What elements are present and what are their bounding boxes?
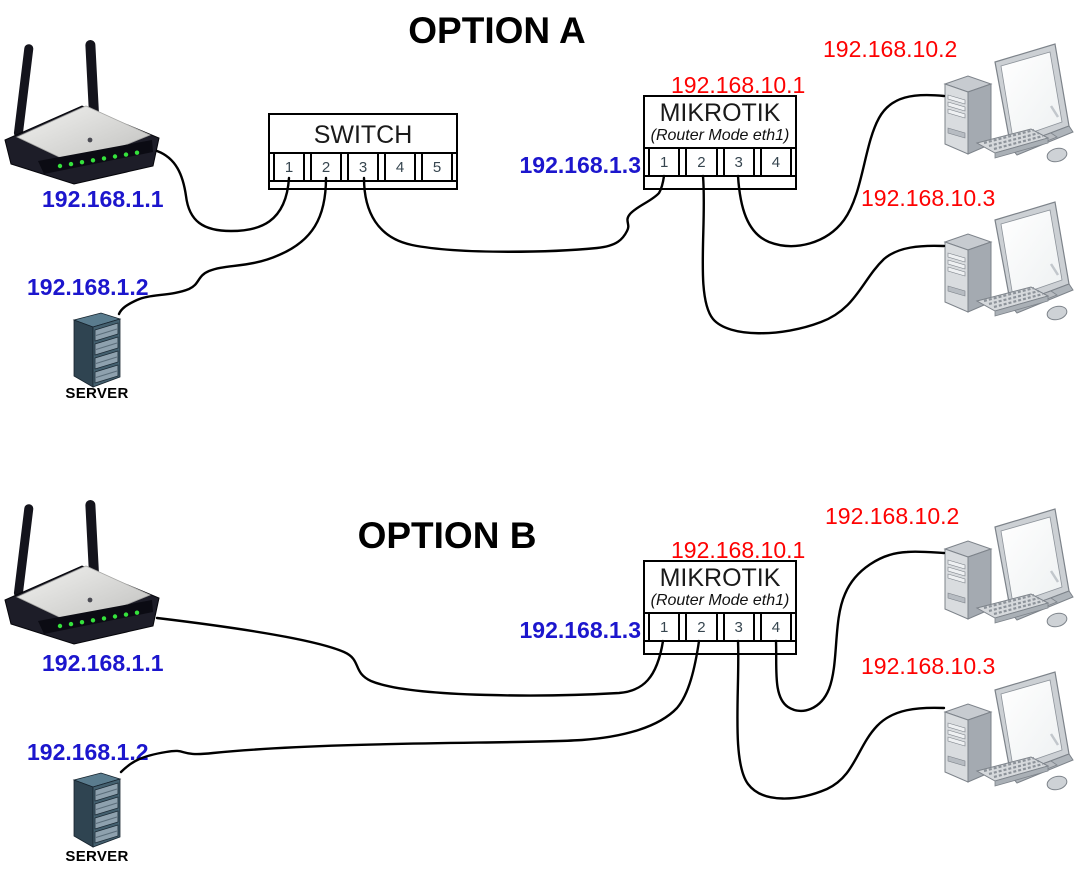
cable-b-server-to-mikrotik-p2 [119, 639, 701, 774]
switch-bottom-strip [270, 182, 456, 188]
server-icon [71, 310, 123, 388]
mikrotik-bottom-strip [645, 642, 795, 653]
switch-port-2: 2 [310, 154, 342, 180]
mikrotik-box: MIKROTIK (Router Mode eth1) 1 2 3 4 [643, 95, 797, 190]
server-caption: SERVER [65, 848, 129, 865]
pc1-ip-label: 192.168.10.2 [825, 503, 960, 529]
wireless-router-icon [2, 40, 162, 185]
mikrotik-bottom-strip [645, 177, 795, 188]
switch-port-4: 4 [384, 154, 416, 180]
mikrotik-ports: 1 2 3 4 [645, 147, 795, 177]
cable-b-mikrotik-p4-to-pc1 [774, 550, 946, 712]
mikrotik-box: MIKROTIK (Router Mode eth1) 1 2 3 4 [643, 560, 797, 655]
switch-port-5: 5 [421, 154, 453, 180]
mikrotik-port-2: 2 [685, 614, 718, 640]
desktop-pc-icon [935, 668, 1075, 796]
mikrotik-lan-ip-label: 192.168.1.3 [519, 617, 641, 643]
mikrotik-name: MIKROTIK [659, 564, 781, 592]
mikrotik-port-3: 3 [722, 149, 755, 175]
mikrotik-mode: (Router Mode eth1) [650, 127, 790, 144]
router-ip-label: 192.168.1.1 [42, 186, 164, 212]
desktop-pc-icon [935, 40, 1075, 168]
mikrotik-lan-ip-label: 192.168.1.3 [519, 152, 641, 178]
mikrotik-port-1: 1 [648, 149, 681, 175]
wireless-router-icon [2, 500, 162, 645]
mikrotik-wan-ip-label: 192.168.10.1 [671, 72, 806, 98]
switch-box: SWITCH 1 2 3 4 5 [268, 113, 458, 190]
mikrotik-ports: 1 2 3 4 [645, 612, 795, 642]
mikrotik-name: MIKROTIK [659, 99, 781, 127]
server-ip-label: 192.168.1.2 [27, 274, 149, 300]
server-icon [71, 770, 123, 848]
desktop-pc-icon [935, 198, 1075, 326]
mikrotik-mode: (Router Mode eth1) [650, 592, 790, 609]
mikrotik-port-1: 1 [648, 614, 681, 640]
desktop-pc-icon [935, 505, 1075, 633]
mikrotik-port-4: 4 [759, 614, 792, 640]
option-a-title: OPTION A [408, 10, 586, 51]
switch-port-1: 1 [273, 154, 305, 180]
mikrotik-port-4: 4 [759, 149, 792, 175]
server-caption: SERVER [65, 385, 129, 402]
server-ip-label: 192.168.1.2 [27, 739, 149, 765]
mikrotik-port-3: 3 [722, 614, 755, 640]
router-ip-label: 192.168.1.1 [42, 650, 164, 676]
mikrotik-port-2: 2 [685, 149, 718, 175]
switch-ports: 1 2 3 4 5 [270, 152, 456, 182]
option-b-title: OPTION B [357, 515, 537, 556]
switch-port-3: 3 [347, 154, 379, 180]
switch-name: SWITCH [313, 121, 413, 149]
pc1-ip-label: 192.168.10.2 [823, 36, 958, 62]
